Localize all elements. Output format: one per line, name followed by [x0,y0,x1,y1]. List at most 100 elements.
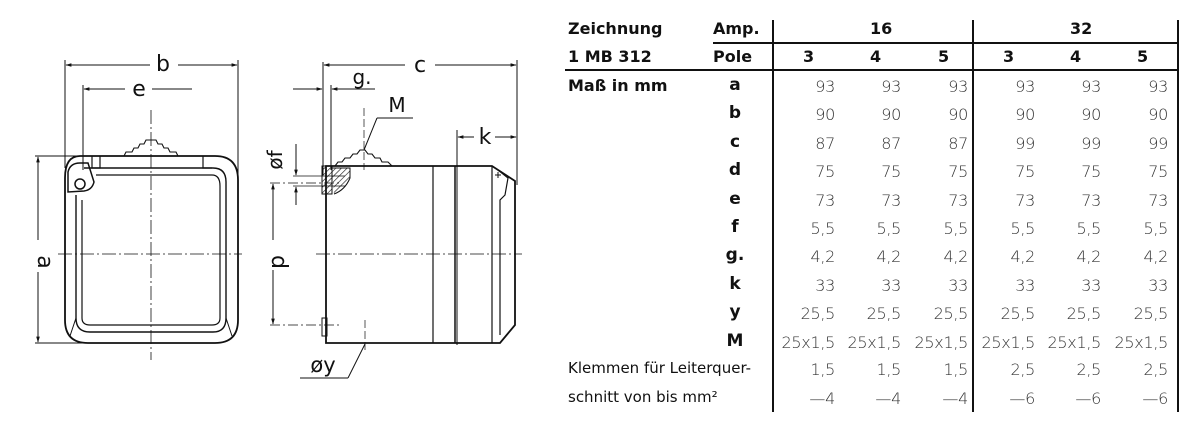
spec-table: Zeichnung 1 MB 312 Amp. Pole Maß in mm 1… [565,0,1185,427]
pole-16-4: 4 [870,47,882,66]
dimension-value: 25x1,5 [914,332,969,352]
drawing-title: Zeichnung [568,19,663,38]
dimension-value: 4,2 [943,247,968,267]
dimension-label: e [729,188,741,209]
dimension-value: 5,5 [876,219,901,238]
dim-label-y: øy [310,353,335,377]
dimension-value: 75 [948,162,968,182]
dim-label-d: d [266,255,291,269]
dimension-value: 33 [881,275,901,295]
dimension-value: 93 [1015,77,1035,96]
dimension-label: M [726,330,744,351]
terminal-cross-section-from: 1,5 [943,360,968,379]
measure-label: Maß in mm [568,76,668,95]
dimension-value: 90 [1081,105,1101,125]
dimension-label: y [729,302,741,323]
side-view [270,60,522,379]
dimension-value: 75 [1148,162,1168,182]
dim-label-e: e [132,77,146,102]
dimension-value: 87 [815,133,835,153]
dimension-value: 33 [1015,275,1035,295]
dimension-label: k [729,273,741,294]
dimension-value: 73 [815,190,835,210]
amp-32: 32 [1070,19,1093,38]
terminal-cross-section-to: —6 [1142,389,1168,408]
pole-16-5: 5 [938,47,950,66]
dimension-value: 25x1,5 [847,332,902,352]
rule-amp [713,42,1178,44]
dimension-value: 93 [948,77,968,96]
dim-label-a: a [32,255,57,268]
dimension-value: 93 [1081,77,1101,96]
dimension-value: 4,2 [876,247,901,267]
dimension-value: 4,2 [810,247,835,267]
dim-label-M: M [388,93,405,117]
dimension-value: 90 [881,105,901,125]
amp-label: Amp. [713,19,760,38]
dimension-value: 93 [815,77,835,96]
dimension-value: 87 [881,133,901,153]
dimension-value: 4,2 [1076,247,1101,267]
dimension-value: 73 [881,190,901,210]
dim-label-f: øf [263,149,287,169]
terminal-cross-section-from: 2,5 [1143,360,1168,379]
dimension-value: 90 [948,105,968,125]
dimension-value: 25x1,5 [1114,332,1169,352]
terminal-cross-section-to: —4 [809,389,835,408]
dimension-value: 87 [948,133,968,153]
pole-32-5: 5 [1137,47,1149,66]
terminal-cross-section-to: —6 [1075,389,1101,408]
dimension-value: 33 [815,275,835,295]
front-view [35,60,242,360]
rule-v1 [772,20,774,412]
dimension-value: 25,5 [800,304,836,324]
dimension-value: 25,5 [1066,304,1102,324]
dim-label-k: k [479,125,492,150]
terminal-cross-section-to: —4 [942,389,968,408]
dimension-value: 33 [1081,275,1101,295]
terminal-cross-section-to: —6 [1009,389,1035,408]
rule-v2 [972,20,974,412]
dimension-value: 73 [1015,190,1035,210]
dimension-value: 25x1,5 [781,332,836,352]
dimension-value: 90 [815,105,835,125]
drawing-number: 1 MB 312 [568,47,652,66]
dimension-label: b [728,103,742,124]
dimension-value: 73 [948,190,968,210]
dimension-label: g. [725,245,745,266]
dimension-value: 25x1,5 [1047,332,1102,352]
dimension-value: 5,5 [943,219,968,238]
terminal-cross-section-from: 2,5 [1076,360,1101,379]
terminals-label-2: schnitt von bis mm² [568,388,718,406]
terminals-label-1: Klemmen für Leiterquer- [568,359,752,377]
dimension-label: a [729,75,741,95]
dimension-value: 33 [948,275,968,295]
dimension-value: 5,5 [1010,219,1035,238]
dimension-value: 5,5 [1076,219,1101,238]
terminal-cross-section-from: 1,5 [876,360,901,379]
rule-pole [565,69,1178,71]
dimension-value: 25,5 [1133,304,1169,324]
dim-label-b: b [156,52,170,77]
dim-label-g: g. [352,65,371,89]
amp-16: 16 [870,19,893,38]
dimension-value: 75 [815,162,835,182]
dimension-value: 93 [881,77,901,96]
dimension-value: 75 [881,162,901,182]
dimension-label: f [731,217,739,237]
dimension-value: 33 [1148,275,1168,295]
dimension-value: 99 [1081,133,1101,153]
dimension-value: 73 [1148,190,1168,210]
dimension-value: 25,5 [1000,304,1036,324]
pole-label: Pole [713,47,753,66]
dimension-value: 4,2 [1010,247,1035,267]
dimension-value: 99 [1015,133,1035,153]
dimension-value: 90 [1148,105,1168,125]
technical-drawing: b e a [32,52,522,379]
dimension-value: 5,5 [1143,219,1168,238]
dimension-label: d [728,160,742,181]
terminal-cross-section-from: 1,5 [810,360,835,379]
dimension-value: 5,5 [810,219,835,238]
terminal-cross-section-from: 2,5 [1010,360,1035,379]
dimension-value: 99 [1148,133,1168,153]
